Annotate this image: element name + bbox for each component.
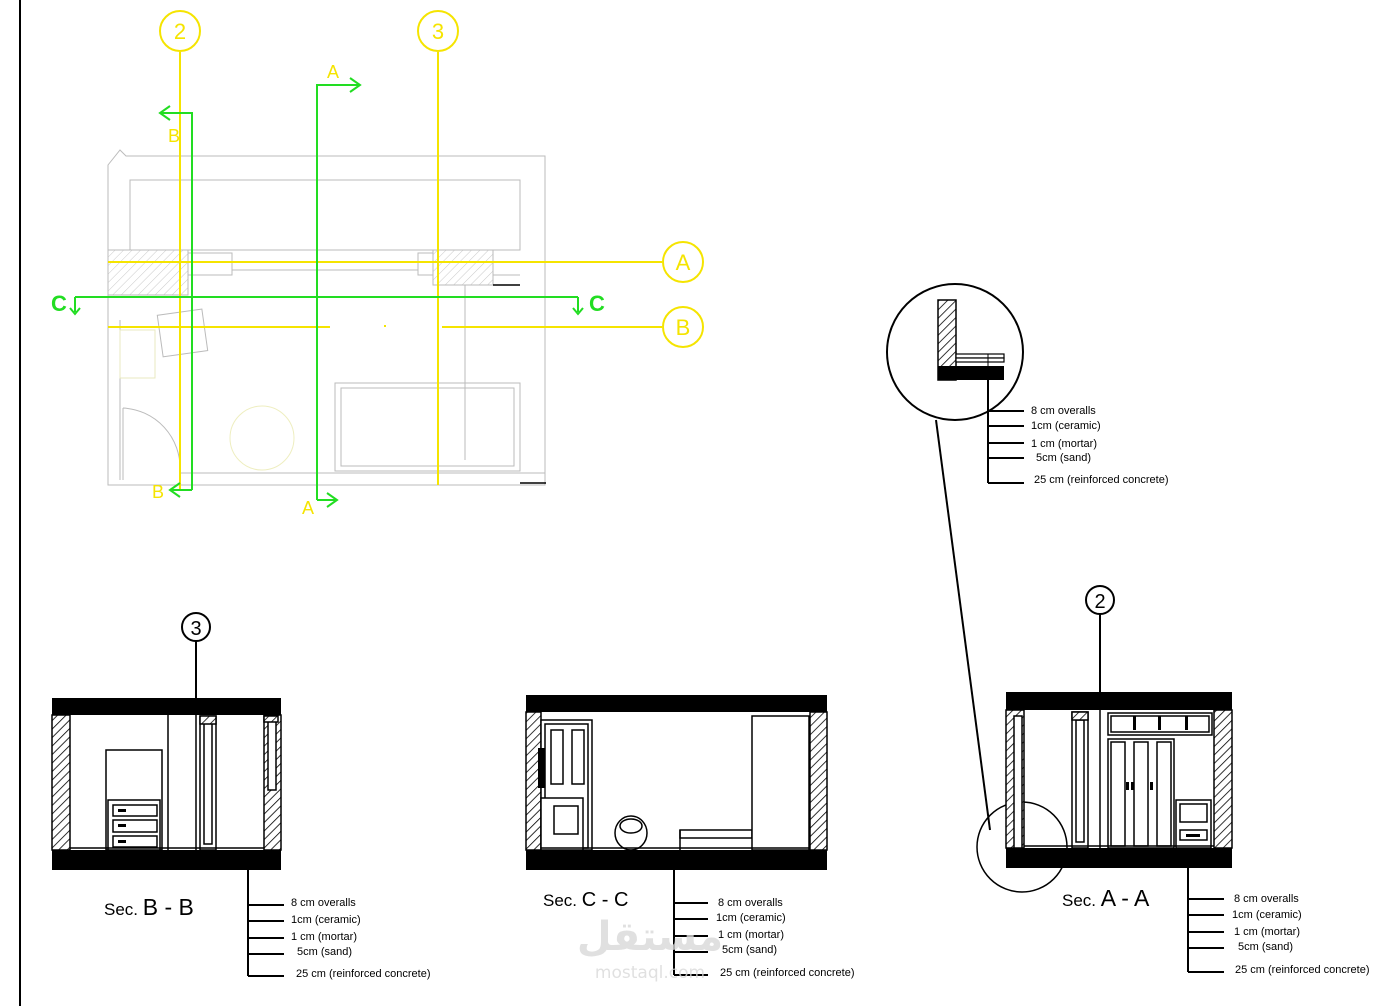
cut-label-b: B <box>168 126 180 146</box>
section-layer-label: 5cm (sand) <box>1238 941 1293 953</box>
section-layer-label: 25 cm (reinforced concrete) <box>1235 964 1370 976</box>
section-c-c: Sec. C - C 8 cm overalls 1cm (ceramic) 1… <box>525 695 855 979</box>
section-b-b-leaders <box>247 850 284 977</box>
grid-bubble-a: A <box>662 241 704 283</box>
detail-layer-label: 25 cm (reinforced concrete) <box>1034 474 1169 486</box>
section-layer-label: 25 cm (reinforced concrete) <box>720 967 855 979</box>
cut-label-a: A <box>302 498 314 518</box>
cut-label-c: C <box>589 291 605 316</box>
grid-bubble-label: B <box>676 315 691 340</box>
grid-bubble-label: 2 <box>174 19 186 44</box>
section-layer-label: 1 cm (mortar) <box>718 929 784 941</box>
section-b-b: 3 Sec. B - B <box>51 612 431 980</box>
watermark-arabic: مستقل <box>577 914 723 960</box>
section-layer-label: 8 cm overalls <box>718 897 783 909</box>
section-layer-label: 25 cm (reinforced concrete) <box>296 968 431 980</box>
section-cut-lines <box>69 77 584 508</box>
section-b-b-furniture <box>105 715 279 851</box>
section-layer-label: 8 cm overalls <box>291 897 356 909</box>
section-a-a-furniture <box>1013 710 1213 849</box>
detail-layer-label: 1 cm (mortar) <box>1031 438 1097 450</box>
watermark-latin: mostaql.com <box>595 963 705 983</box>
grid-bubble-label: A <box>676 250 691 275</box>
plan-walls <box>107 149 546 486</box>
detail-layer-label: 1cm (ceramic) <box>1031 420 1101 432</box>
section-layer-label: 1 cm (mortar) <box>1234 926 1300 938</box>
section-layer-label: 1cm (ceramic) <box>1232 909 1302 921</box>
floor-plan: 2 3 A B A A B B C C <box>51 10 704 518</box>
cut-label-c: C <box>51 291 67 316</box>
section-a-a: 2 <box>1005 585 1370 976</box>
plan-dot <box>384 325 386 327</box>
section-layer-label: 5cm (sand) <box>722 944 777 956</box>
section-grid-label: 3 <box>190 618 201 640</box>
section-c-c-leaders <box>673 850 708 976</box>
section-layer-label: 8 cm overalls <box>1234 893 1299 905</box>
cut-label-a: A <box>327 62 339 82</box>
grid-bubble-label: 3 <box>432 19 444 44</box>
cut-label-b: B <box>152 482 164 502</box>
grid-bubble-2: 2 <box>159 10 201 52</box>
detail-layer-label: 5cm (sand) <box>1036 452 1091 464</box>
section-a-a-hardware <box>1126 716 1200 837</box>
section-c-c-furniture <box>540 715 810 851</box>
watermark: مستقل mostaql.com <box>577 914 723 983</box>
section-layer-label: 5cm (sand) <box>297 946 352 958</box>
grid-bubble-b: B <box>662 306 704 348</box>
section-layer-label: 1cm (ceramic) <box>716 912 786 924</box>
floor-detail-callout: 8 cm overalls 1cm (ceramic) 1 cm (mortar… <box>886 283 1169 893</box>
detail-layer-label: 8 cm overalls <box>1031 405 1096 417</box>
grid-bubble-3: 3 <box>417 10 459 52</box>
section-title: Sec. B - B <box>104 894 194 920</box>
section-layer-label: 1 cm (mortar) <box>291 931 357 943</box>
section-grid-label: 2 <box>1094 591 1105 613</box>
section-title: Sec. C - C <box>543 889 628 911</box>
section-title: Sec. A - A <box>1062 885 1150 911</box>
grid-lines <box>108 52 662 490</box>
section-a-a-leaders <box>1187 868 1224 973</box>
section-layer-label: 1cm (ceramic) <box>291 914 361 926</box>
detail-layer-leaders <box>987 380 1024 484</box>
